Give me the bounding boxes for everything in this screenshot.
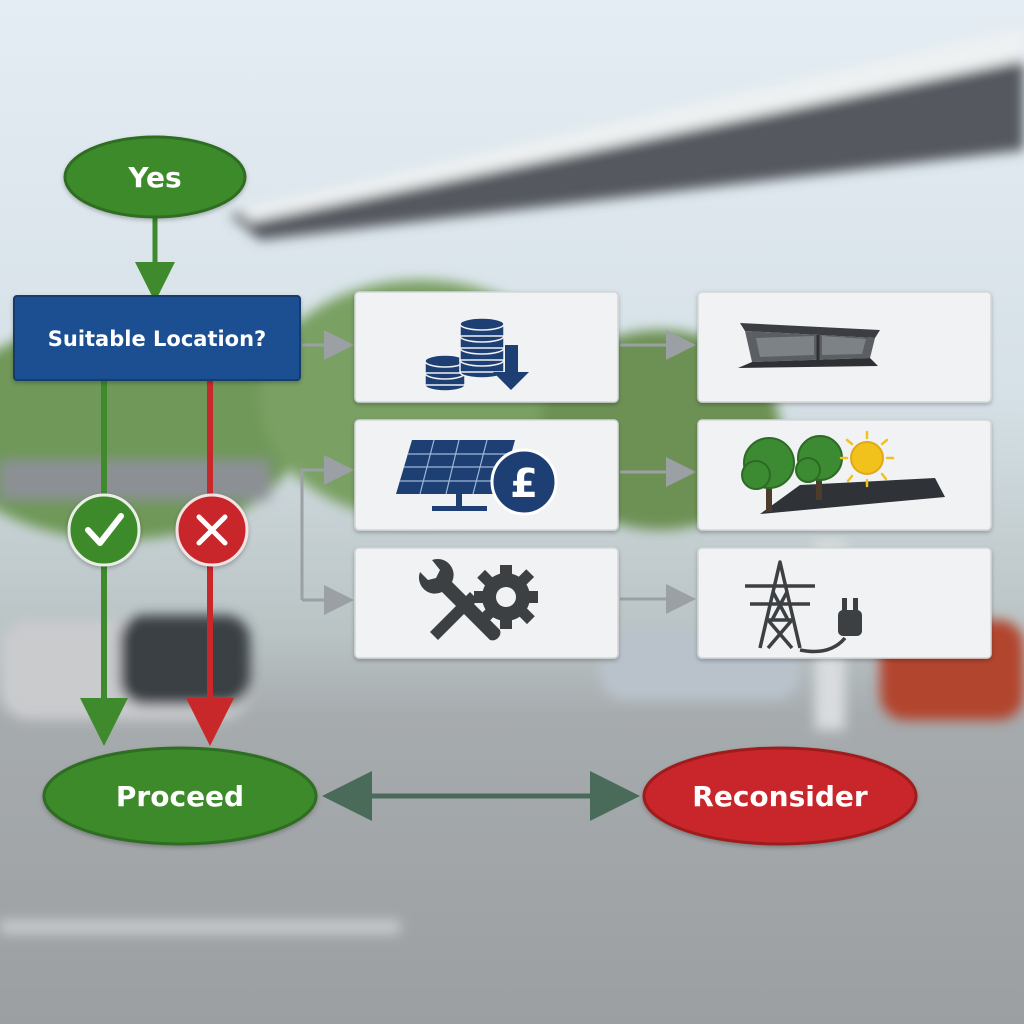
outcome-proceed-node: Proceed — [42, 746, 318, 846]
cross-icon — [196, 514, 228, 546]
outcome-reconsider-label: Reconsider — [692, 780, 868, 813]
pound-symbol-icon: £ — [510, 461, 538, 507]
outcome-proceed-label: Proceed — [116, 780, 244, 813]
bracket-to-factor-3-arrow — [300, 455, 354, 600]
start-node-label: Yes — [127, 161, 181, 194]
no-mark — [175, 493, 249, 567]
factor-card-cost — [354, 291, 619, 403]
coins-cost-reduction-icon — [424, 317, 529, 392]
pylon-plug-grid-icon — [745, 560, 862, 654]
factor-card-solar-finance: £ — [354, 419, 619, 531]
start-node-yes: Yes — [63, 135, 247, 219]
solar-panel-pound-icon: £ — [396, 439, 558, 516]
steel-beam-icon — [738, 323, 880, 368]
wrench-gear-maintenance-icon — [418, 558, 538, 641]
yes-mark — [67, 493, 141, 567]
factor-card-maintenance — [354, 547, 619, 659]
check-icon — [85, 513, 124, 546]
outcome-reconsider-node: Reconsider — [642, 746, 918, 846]
factor-card-grid-connection — [697, 547, 992, 659]
decision-node: Suitable Location? — [13, 295, 301, 381]
factor-card-structure — [697, 291, 992, 403]
decision-node-label: Suitable Location? — [48, 327, 267, 351]
factor-card-environment — [697, 419, 992, 531]
trees-sun-shade-icon — [741, 430, 945, 514]
